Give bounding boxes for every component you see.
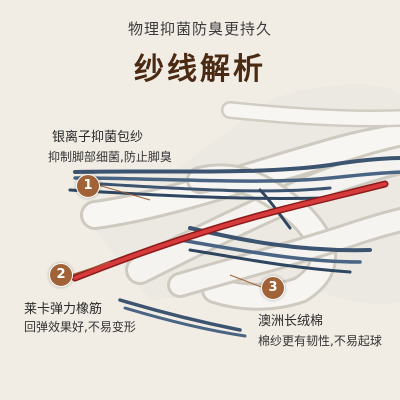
feature-2-title: 莱卡弹力橡筋: [24, 302, 103, 317]
feature-1-badge: 1: [76, 174, 100, 198]
feature-3-desc: 棉纱更有韧性,不易起球: [258, 334, 382, 348]
page-subtitle: 物理抑菌防臭更持久: [127, 20, 272, 38]
feature-1-desc: 抑制脚部细菌,防止脚臭: [48, 150, 172, 164]
cotton-strands: [80, 101, 400, 311]
callout-line-3: [229, 274, 265, 289]
feature-3-badge: 3: [261, 276, 285, 300]
page-title: 纱线解析: [134, 52, 266, 87]
silver-ion-threads: [68, 156, 400, 338]
feature-1-title: 银离子抑菌包纱: [52, 130, 144, 145]
feature-3-title: 澳洲长绒棉: [258, 314, 324, 329]
callout-line-1: [97, 184, 151, 201]
feature-2-badge: 2: [49, 263, 73, 287]
callout-line-2: [70, 261, 111, 276]
feature-2-desc: 回弹效果好,不易变形: [24, 320, 136, 334]
